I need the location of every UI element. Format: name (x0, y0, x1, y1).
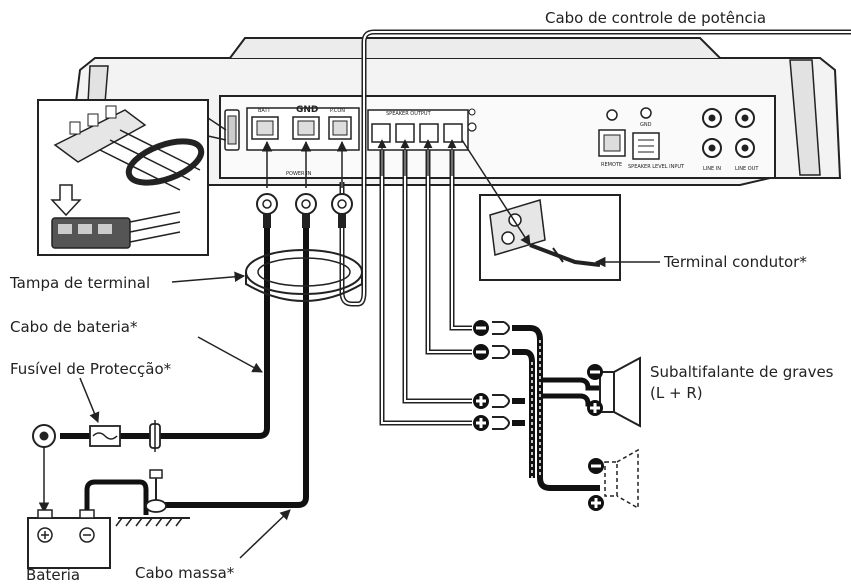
subwoofer-label-line1: Subaltifalante de graves (650, 363, 834, 381)
remote-label: REMOTE (601, 162, 622, 168)
battery-label: Bateria (26, 566, 80, 584)
ground-cable-line (165, 228, 309, 508)
speaker-cable-bundle (512, 325, 600, 491)
battery-icon (27, 447, 149, 569)
speaker-output-terminal-block: SPEAKER OUTPUT (367, 108, 477, 151)
subwoofer-icon (587, 356, 641, 428)
gnd-label: GND (296, 105, 318, 115)
power-in-label: POWER IN (286, 171, 312, 177)
fuse-holder (224, 109, 240, 151)
speaker-output-label: SPEAKER OUTPUT (386, 111, 432, 117)
terminal-cover-ring (245, 249, 363, 302)
batt-label: BATT (258, 108, 271, 114)
power-control-cable-label: Cabo de controle de potência (545, 9, 766, 27)
gnd-small-label: GND (640, 122, 652, 128)
second-subwoofer-icon (588, 448, 639, 511)
power-terminal-block: BATT GND P.CON POWER IN (246, 105, 360, 177)
line-in-label: LINE IN (703, 166, 721, 172)
terminal-cover-label: Tampa de terminal (9, 274, 150, 292)
polarity-markers (473, 320, 510, 431)
subwoofer-label-line2: (L + R) (650, 384, 703, 402)
protection-fuse-label: Fusível de Protecção* (10, 360, 172, 378)
battery-cable-label: Cabo de bateria* (10, 318, 138, 336)
input-connectors: REMOTE GND SPEAKER LEVEL INPUT LINE IN L… (598, 107, 759, 172)
pcon-label: P.CON (330, 108, 345, 114)
terminal-cover-inset (37, 99, 227, 256)
fuse-line (32, 420, 161, 452)
chassis-ground-icon (115, 469, 190, 527)
speaker-level-input-label: SPEAKER LEVEL INPUT (628, 164, 685, 170)
ground-cable-label: Cabo massa* (135, 564, 235, 582)
line-out-label: LINE OUT (735, 166, 759, 172)
conductor-terminal-inset (479, 194, 621, 281)
power-ring-terminals (256, 140, 353, 228)
battery-cable-line (60, 228, 270, 439)
speaker-wires (377, 139, 531, 426)
conductor-terminal-label: Terminal condutor* (663, 253, 807, 271)
callout-arrows (79, 256, 660, 559)
